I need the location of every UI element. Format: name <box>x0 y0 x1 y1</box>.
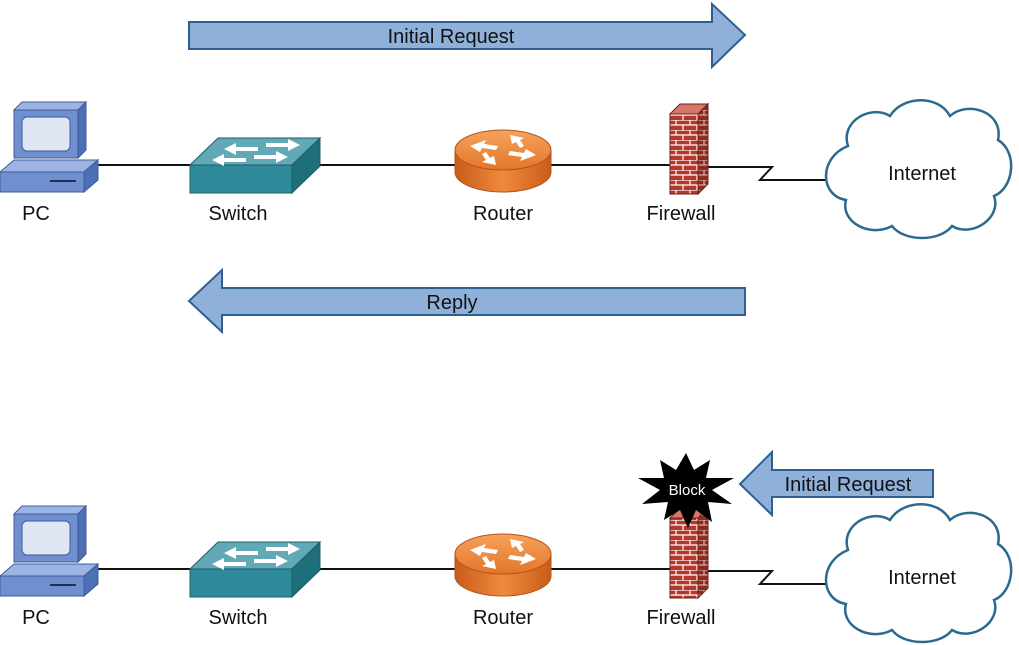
cloud-icon: Internet <box>824 99 1013 240</box>
cloud-icon <box>824 503 1013 644</box>
switch-icon <box>188 540 322 599</box>
firewall-icon <box>668 102 710 196</box>
request-arrow-left: Initial Request <box>738 449 934 518</box>
bottom-scenario: Initial Request PC <box>0 449 1013 644</box>
connection-lines <box>96 164 830 181</box>
switch-label: Switch <box>209 203 268 225</box>
pc-icon <box>0 100 100 194</box>
firewall-label: Firewall <box>647 203 716 225</box>
top-scenario: Initial Request PC <box>0 1 1013 335</box>
switch-label-bottom: Switch <box>209 607 268 629</box>
starburst-icon: Block <box>638 453 734 528</box>
pc-label: PC <box>22 203 50 225</box>
request-arrow-label-bottom: Initial Request <box>785 474 912 496</box>
firewall-label-bottom: Firewall <box>647 607 716 629</box>
pc-icon <box>0 504 100 598</box>
reply-arrow-left: Reply <box>187 267 746 335</box>
router-label: Router <box>473 203 533 225</box>
request-arrow-label: Initial Request <box>388 26 515 48</box>
request-arrow-right: Initial Request <box>188 1 747 70</box>
block-label: Block <box>669 482 706 499</box>
internet-label: Internet <box>888 163 956 185</box>
router-icon <box>454 533 552 597</box>
connection-lines-bottom <box>96 568 830 585</box>
pc-label-bottom: PC <box>22 607 50 629</box>
router-label-bottom: Router <box>473 607 533 629</box>
switch-icon <box>188 136 322 195</box>
router-icon <box>454 129 552 193</box>
reply-arrow-label: Reply <box>426 292 477 314</box>
internet-label-bottom: Internet <box>888 567 956 589</box>
